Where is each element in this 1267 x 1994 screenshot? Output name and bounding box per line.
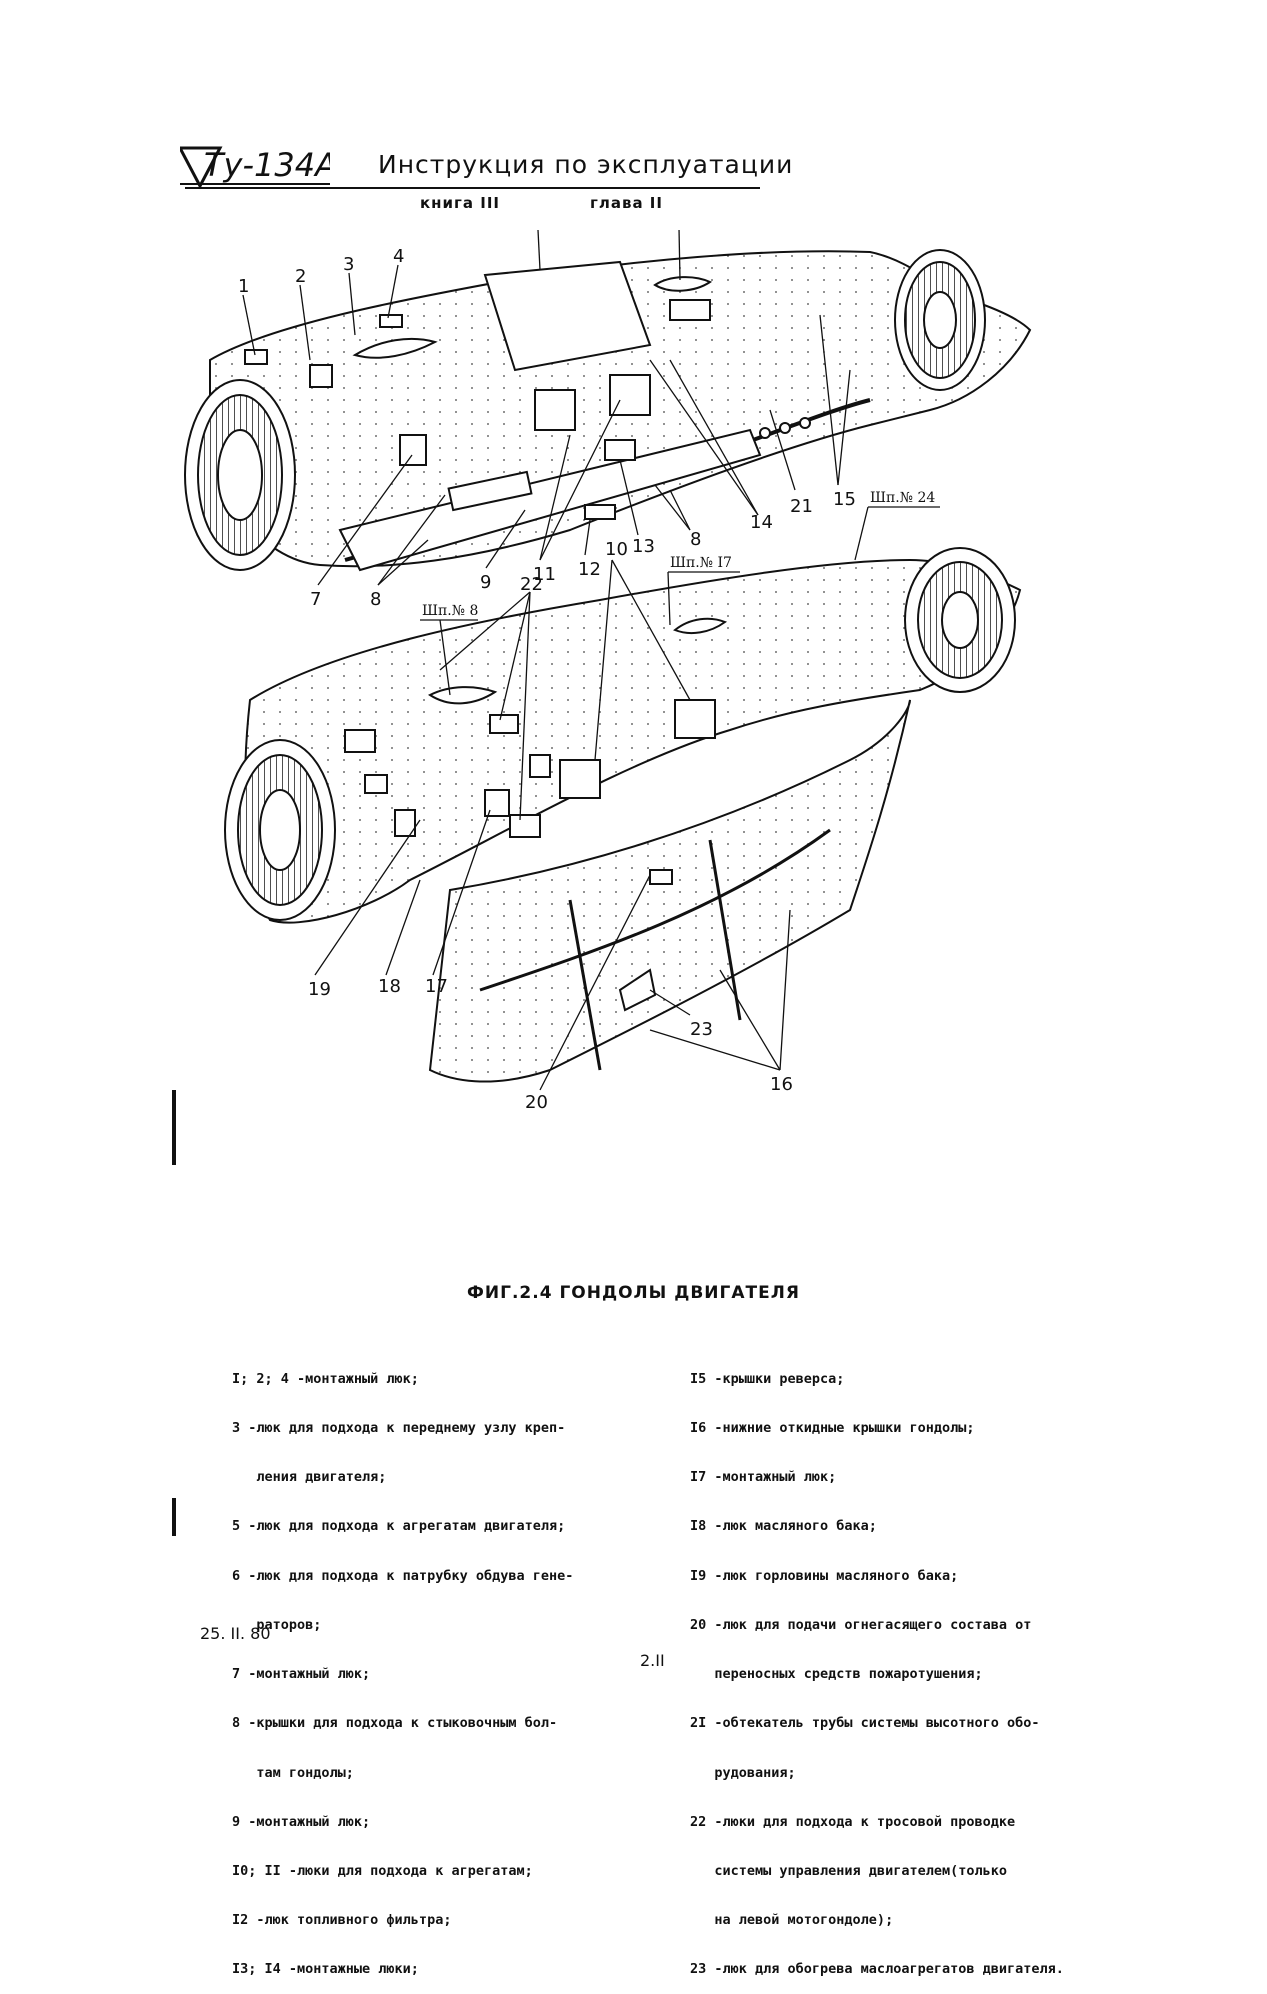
callout-16: 16 xyxy=(770,1074,793,1095)
callout-4: 4 xyxy=(393,246,404,267)
station-markers xyxy=(420,506,940,696)
document-title: Инструкция по эксплуатации xyxy=(378,150,794,179)
legend-item: 2I -обтекатель трубы системы высотного о… xyxy=(690,1715,1040,1732)
legend-item: I8 -люк масляного бака; xyxy=(690,1518,877,1535)
callout-3: 3 xyxy=(343,254,354,275)
upper-nacelle xyxy=(184,249,1032,572)
legend-item: I3; I4 -монтажные люки; xyxy=(232,1961,419,1978)
legend-item: на левой мотогондоле); xyxy=(690,1912,894,1929)
revision-date: 25. II. 80 xyxy=(200,1624,271,1643)
callout-numbers: 1 2 3 4 5 6 7 8 8 9 10 11 12 13 14 15 16… xyxy=(238,204,856,1113)
callout-20: 20 xyxy=(525,1092,548,1113)
callout-19: 19 xyxy=(308,979,331,1000)
engine-nacelle-drawing: Шп.№ 24 Шп.№ I7 Шп.№ 8 1 2 3 4 5 6 7 8 8… xyxy=(150,204,1150,1260)
callout-17: 17 xyxy=(425,976,448,997)
revision-bar xyxy=(172,1498,176,1536)
lower-nacelle xyxy=(224,547,1022,1083)
figure-caption: ФИГ.2.4 ГОНДОЛЫ ДВИГАТЕЛЯ xyxy=(467,1283,800,1303)
callout-18: 18 xyxy=(378,976,401,997)
callout-10: 10 xyxy=(605,539,628,560)
legend-item: I; 2; 4 -монтажный люк; xyxy=(232,1370,419,1387)
callout-8-upper-left: 8 xyxy=(370,589,381,610)
legend-item: I2 -люк топливного фильтра; xyxy=(232,1912,452,1929)
book-number: книга III xyxy=(420,194,500,212)
legend-item: переносных средств пожаротушения; xyxy=(690,1666,983,1683)
callout-23: 23 xyxy=(690,1019,713,1040)
legend-item: 5 -люк для подхода к агрегатам двигателя… xyxy=(232,1518,566,1535)
legend-item: системы управления двигателем(только xyxy=(690,1863,1007,1879)
callout-2: 2 xyxy=(295,266,306,287)
callout-7: 7 xyxy=(310,589,321,610)
revision-bar xyxy=(172,1090,176,1165)
legend-item: I5 -крышки реверса; xyxy=(690,1370,845,1387)
legend-right-column: I5 -крышки реверса; I6 -нижние откидные … xyxy=(690,1338,1160,1994)
callout-13: 13 xyxy=(632,536,655,557)
chapter-number: глава II xyxy=(590,194,663,212)
leader-lines xyxy=(242,227,851,1091)
station-24-label: Шп.№ 24 xyxy=(870,490,935,506)
legend-item: 8 -крышки для подхода к стыковочным бол- xyxy=(232,1715,558,1732)
legend-item: 6 -люк для подхода к патрубку обдува ген… xyxy=(232,1567,574,1584)
legend-item: ления двигателя; xyxy=(232,1469,387,1486)
callout-22: 22 xyxy=(520,574,543,595)
callout-1: 1 xyxy=(238,276,249,297)
legend-item: раторов; xyxy=(232,1616,322,1633)
legend-item: 7 -монтажный люк; xyxy=(232,1666,371,1683)
legend-item: 23 -люк для обогрева маслоагрегатов двиг… xyxy=(690,1961,1064,1978)
legend-item: 22 -люки для подхода к тросовой проводке xyxy=(690,1813,1016,1830)
page-number: 2.II xyxy=(640,1651,665,1670)
legend-item: 20 -люк для подачи огнегасящего состава … xyxy=(690,1616,1032,1633)
legend-left-column: I; 2; 4 -монтажный люк; 3 -люк для подхо… xyxy=(232,1338,672,1994)
callout-14: 14 xyxy=(750,512,773,533)
legend-item: 9 -монтажный люк; xyxy=(232,1813,371,1830)
legend-item: I9 -люк горловины масляного бака; xyxy=(690,1567,959,1584)
station-17-label: Шп.№ I7 xyxy=(670,555,732,571)
logo-text: Ту-134А xyxy=(204,146,330,184)
tu134a-logo: Ту-134А xyxy=(177,146,337,216)
callout-11: 11 xyxy=(533,564,556,585)
header-rule xyxy=(185,187,760,189)
callout-8-upper-right: 8 xyxy=(690,529,701,550)
legend-item: 3 -люк для подхода к переднему узлу креп… xyxy=(232,1420,566,1437)
callout-15: 15 xyxy=(833,489,856,510)
legend-item: I7 -монтажный люк; xyxy=(690,1469,837,1486)
legend-item: I0; II -люки для подхода к агрегатам; xyxy=(232,1863,533,1879)
callout-12: 12 xyxy=(578,559,601,580)
callout-21: 21 xyxy=(790,496,813,517)
legend-item: I6 -нижние откидные крышки гондолы; xyxy=(690,1420,975,1437)
callout-9: 9 xyxy=(480,572,491,593)
station-8-label: Шп.№ 8 xyxy=(422,603,478,619)
